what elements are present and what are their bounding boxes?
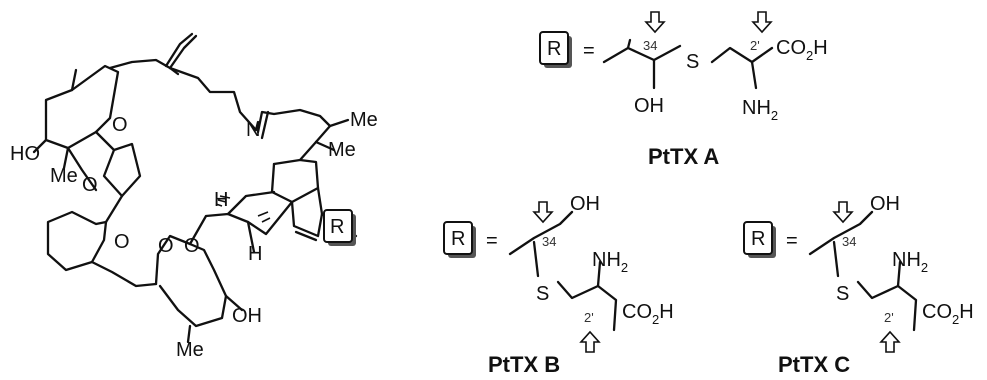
variant-name-b: PtTX B [488,352,560,377]
sulfur-b: S [536,283,549,305]
label-me-right: Me [328,139,356,161]
label-o-spiro: O [82,174,98,196]
variant-pttx-c: R = 34 2' OH S NH2 CO2H PtTX C [743,193,974,377]
cleavage-arrow-2prime-a [752,11,772,33]
hydroxyl-a: OH [634,95,664,117]
sulfur-a: S [686,51,699,73]
hydroxyl-b: OH [570,193,600,215]
amine-a: NH2 [742,97,778,123]
pinnatoxin-scaffold: HO Me O O O O O N Me Me H H OH Me R [10,32,378,361]
r-label-c: R [751,228,765,250]
equals-c: = [786,230,798,252]
variant-name-a: PtTX A [648,144,719,169]
r-box-a: R [539,31,572,68]
cleavage-arrow-2prime-c [880,331,900,353]
locant-2prime-c: 2' [884,310,894,325]
label-o-ketal-right: O [184,235,200,257]
cleavage-arrow-34-a [645,11,665,33]
acid-b: CO2H [622,301,674,327]
label-h-upper: H [214,189,228,211]
r-box-scaffold: R [323,209,356,246]
amine-c: NH2 [892,249,928,275]
label-o-ketal-left: O [158,235,174,257]
variant-pttx-a: R = 34 2' S OH CO2H NH2 PtTX A [539,11,828,169]
equals-a: = [583,40,595,62]
label-me-top: Me [350,109,378,131]
acid-a: CO2H [776,37,828,63]
r-label-b: R [451,228,465,250]
label-oh: OH [232,305,262,327]
label-me-left: Me [50,165,78,187]
scaffold-bonds [32,32,358,344]
label-n: N [246,119,260,141]
scaffold-stereo-hashes [215,195,271,223]
label-o-lower-pyran: O [114,231,130,253]
sulfur-c: S [836,283,849,305]
r-box-b: R [443,221,476,258]
label-o-upper-pyran: O [112,114,128,136]
cleavage-arrow-34-c [833,201,853,223]
cleavage-arrow-34-b [533,201,553,223]
cleavage-arrow-2prime-b [580,331,600,353]
label-ho: HO [10,143,40,165]
amine-b: NH2 [592,249,628,275]
acid-c: CO2H [922,301,974,327]
label-me-bottom: Me [176,339,204,361]
locant-2prime-b: 2' [584,310,594,325]
locant-2prime-a: 2' [750,38,760,53]
locant-34-b: 34 [542,234,556,249]
hydroxyl-c: OH [870,193,900,215]
r-label-a: R [547,38,561,60]
locant-34-c: 34 [842,234,856,249]
label-h-lower: H [248,243,262,265]
variant-name-c: PtTX C [778,352,850,377]
equals-b: = [486,230,498,252]
variant-pttx-b: R = 34 2' OH S NH2 CO2H PtTX B [443,193,674,377]
r-box-c: R [743,221,776,258]
r-label-scaffold: R [330,216,344,238]
locant-34-a: 34 [643,38,657,53]
